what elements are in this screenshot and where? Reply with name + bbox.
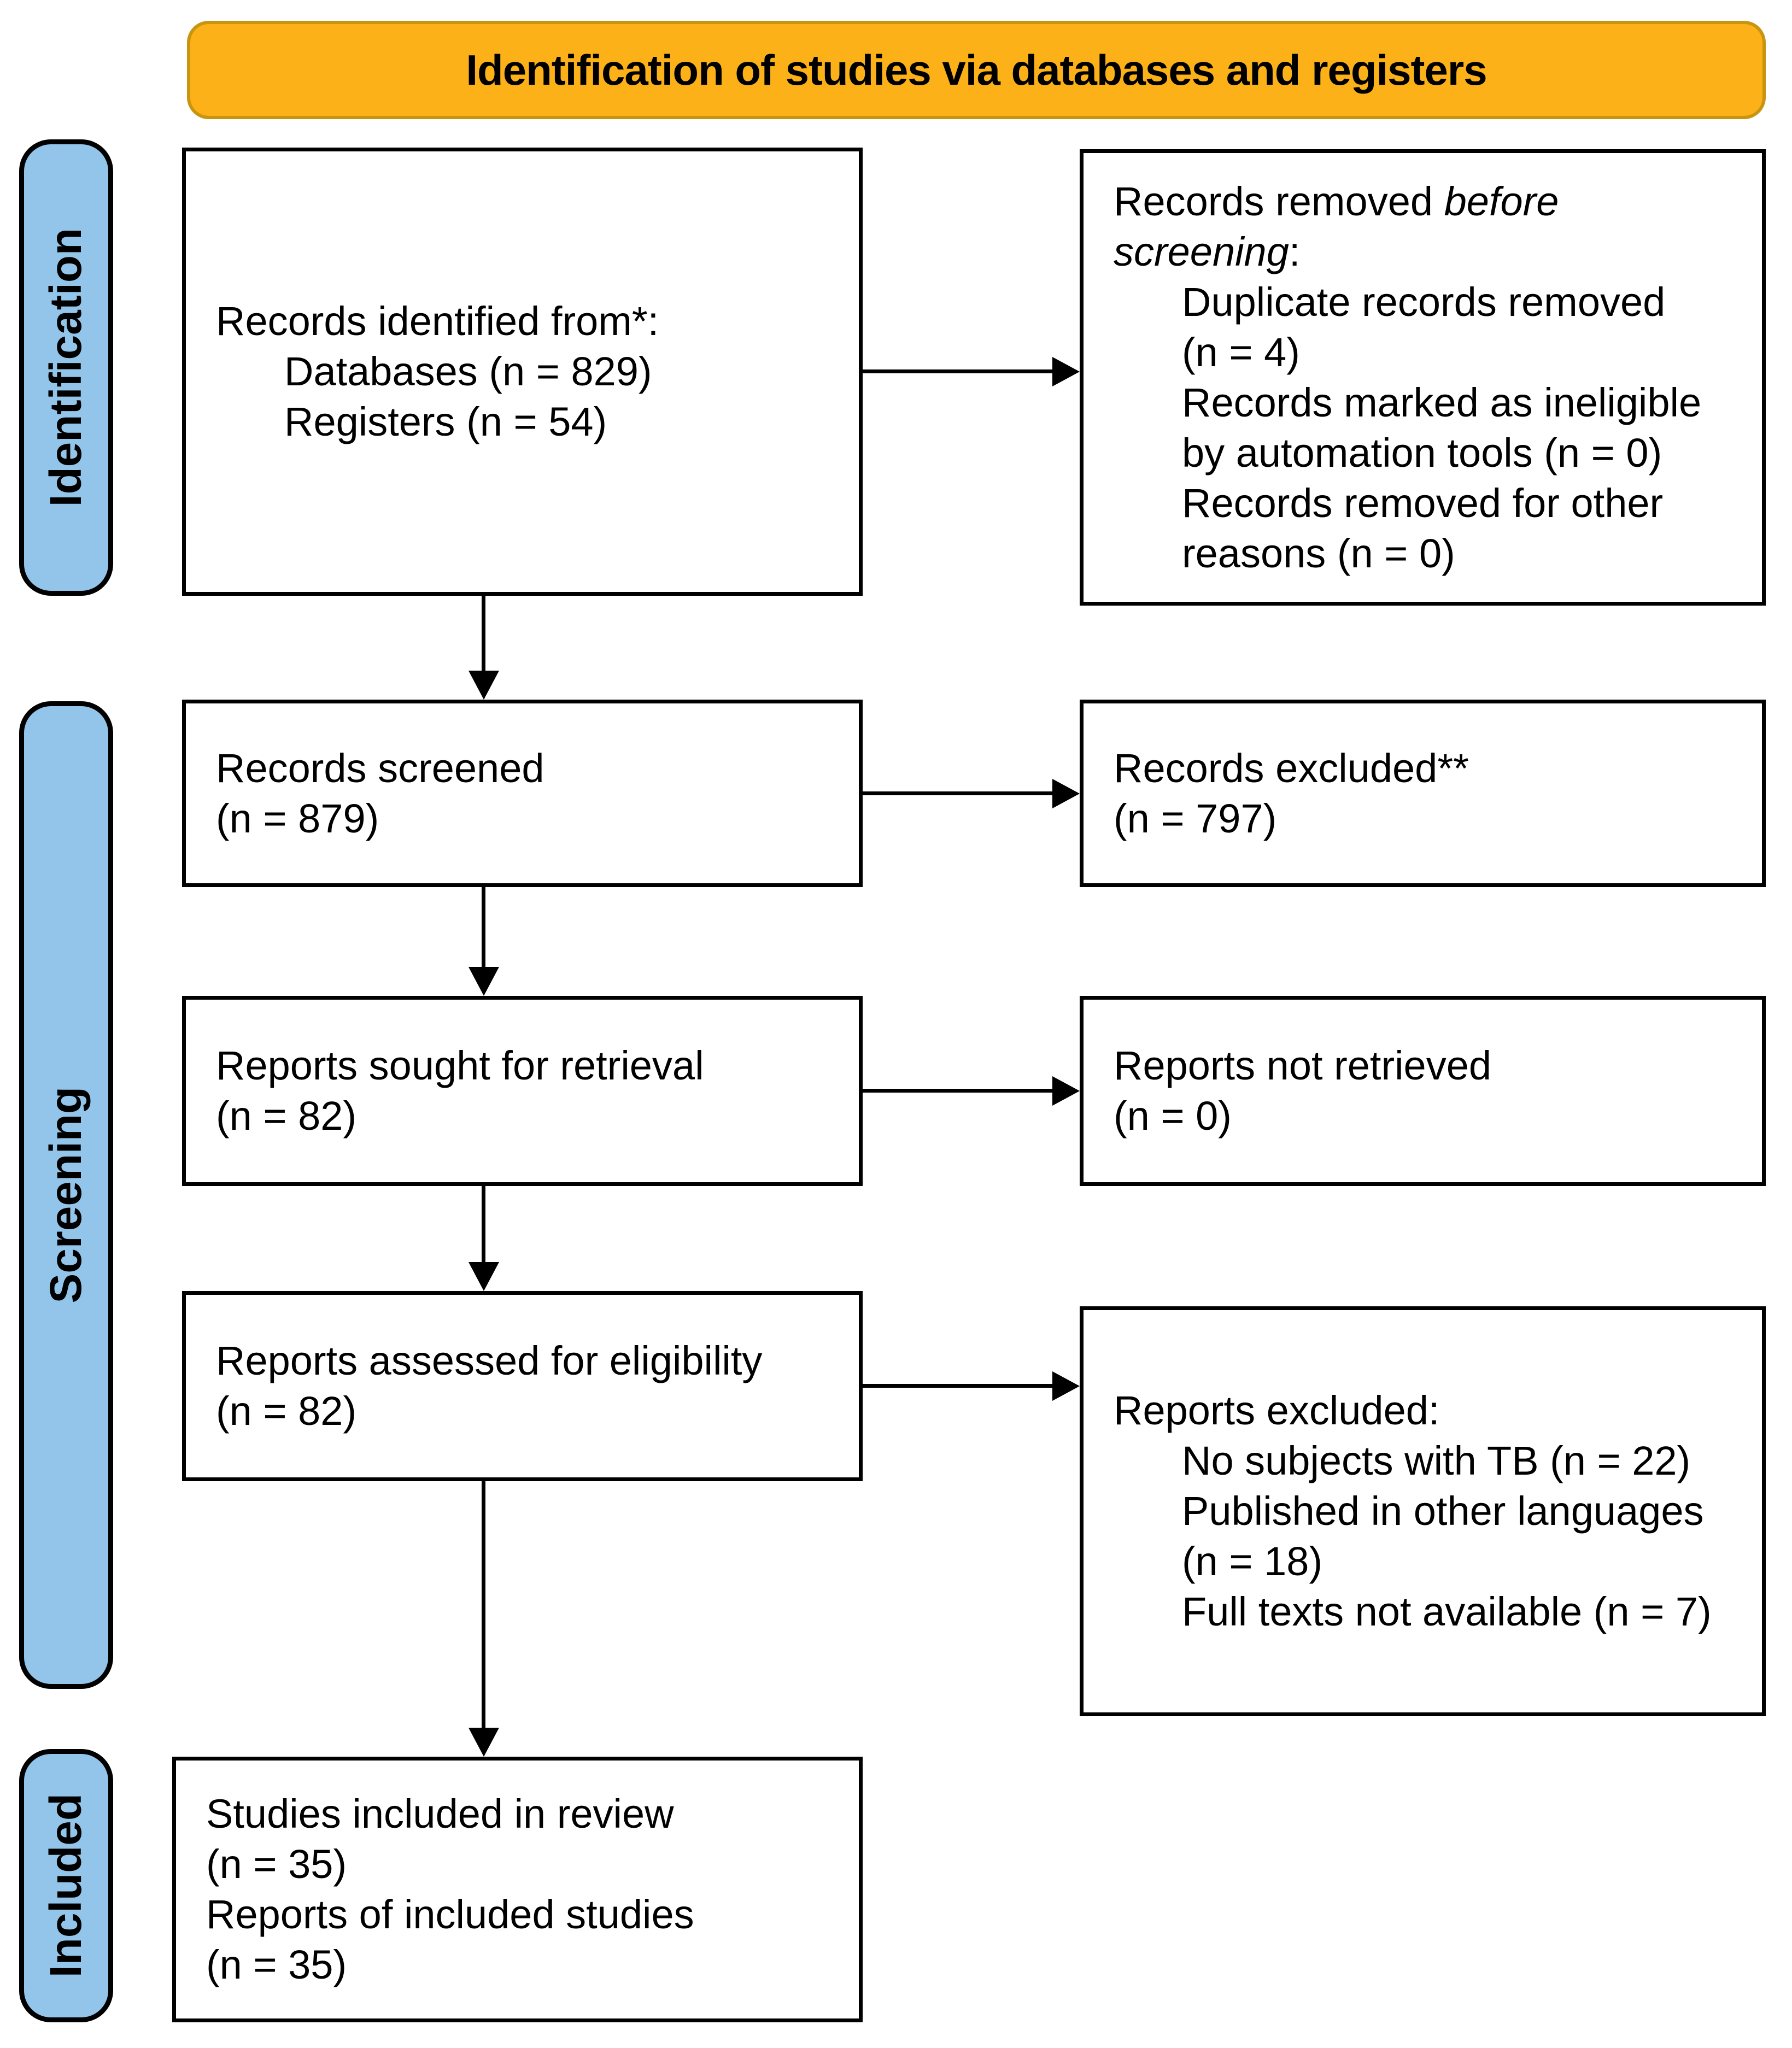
text-line: Reports not retrieved [1114,1043,1492,1088]
box-reports-not-retrieved: Reports not retrieved (n = 0) [1080,996,1766,1186]
text-line: Duplicate records removed [1182,279,1666,325]
box-records-removed-before-screening: Records removed before screening: Duplic… [1080,149,1766,606]
arrow-down-screened-to-sought-icon [482,887,485,967]
text-line: Reports sought for retrieval [216,1043,704,1088]
text-line: Reports assessed for eligibility [216,1338,763,1383]
arrow-right-identified-to-removed-icon [863,369,1053,373]
text-line: Records screened [216,745,544,791]
text-line: (n = 0) [1114,1093,1232,1139]
text-line: (n = 879) [216,795,379,841]
text-line: Registers (n = 54) [284,399,607,444]
stage-label-identification: Identification [19,139,113,596]
arrow-down-identified-to-screened-icon [482,596,485,671]
box-records-excluded: Records excluded** (n = 797) [1080,700,1766,887]
arrow-down-assessed-to-included-icon [482,1481,485,1728]
text-line: Records excluded** [1114,745,1469,791]
text-line: (n = 35) [206,1841,347,1887]
box-reports-excluded: Reports excluded: No subjects with TB (n… [1080,1306,1766,1716]
text-line: Full texts not available (n = 7) [1182,1589,1712,1634]
stage-label-included: Included [19,1749,113,2022]
arrow-right-assessed-to-reports-excluded-icon [863,1384,1053,1388]
text-line: (n = 4) [1182,329,1300,375]
box-records-screened: Records screened (n = 879) [182,700,863,887]
stage-label-text: Included [41,1793,91,1978]
arrow-right-screened-to-excluded-icon [863,791,1053,795]
text-line: reasons (n = 0) [1182,530,1455,576]
text-line: (n = 18) [1182,1539,1323,1584]
text-line: by automation tools (n = 0) [1182,430,1662,476]
text-line: Studies included in review [206,1791,674,1836]
text-line: Records removed for other [1182,480,1664,526]
box-reports-assessed: Reports assessed for eligibility (n = 82… [182,1291,863,1481]
arrow-right-sought-to-not-retrieved-icon [863,1089,1053,1093]
text-line: Records removed before [1114,178,1559,224]
text-line: (n = 82) [216,1093,357,1139]
text-line: Records identified from*: [216,298,659,344]
text-line: Published in other languages [1182,1488,1704,1534]
box-records-identified: Records identified from*: Databases (n =… [182,148,863,596]
text-line: Reports excluded: [1114,1388,1440,1433]
text-line: (n = 82) [216,1388,357,1434]
text-line: (n = 797) [1114,795,1277,841]
stage-label-text: Screening [41,1087,91,1304]
arrow-down-sought-to-assessed-icon [482,1186,485,1263]
box-reports-sought: Reports sought for retrieval (n = 82) [182,996,863,1186]
text-line: No subjects with TB (n = 22) [1182,1438,1691,1483]
text-line: Records marked as ineligible [1182,379,1702,425]
text-line: Reports of included studies [206,1892,694,1937]
banner-title: Identification of studies via databases … [187,21,1766,119]
text-line: screening: [1114,228,1301,274]
box-studies-included: Studies included in review (n = 35) Repo… [172,1757,863,2022]
stage-label-screening: Screening [19,701,113,1689]
text-line: (n = 35) [206,1942,347,1987]
stage-label-text: Identification [41,228,91,507]
text-line: Databases (n = 829) [284,349,652,394]
